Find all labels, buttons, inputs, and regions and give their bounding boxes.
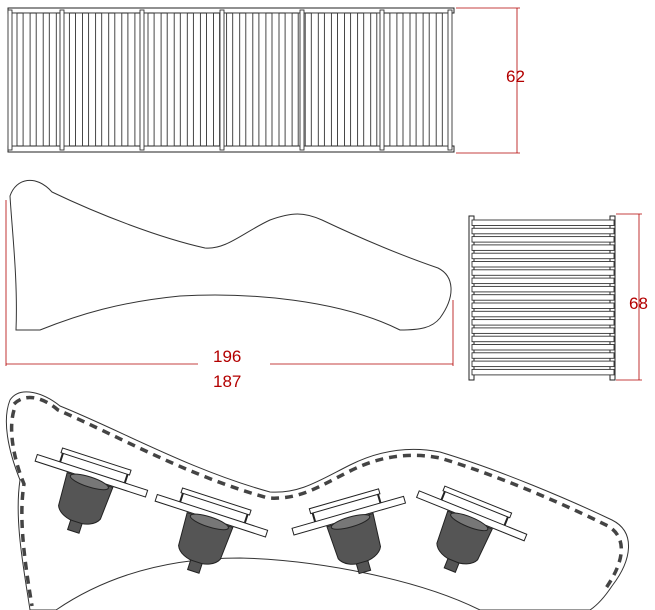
top-view-frame-post: [447, 9, 453, 151]
mount-bracket: [60, 447, 132, 476]
top-view-slat: [402, 12, 411, 147]
end-view-slat: [471, 360, 615, 368]
top-view-slat: [350, 12, 359, 147]
mount-assembly: [415, 485, 528, 573]
top-view-slat: [114, 12, 123, 147]
end-view-slat: [471, 319, 615, 326]
top-view-slat: [35, 12, 44, 147]
motor-cap: [69, 473, 109, 491]
dimension-62-label: 62: [506, 67, 525, 86]
top-view-slat: [284, 12, 293, 147]
end-view-slat: [471, 344, 615, 351]
motor-cap: [330, 514, 371, 530]
motor-shaft: [355, 560, 372, 575]
top-view-slat: [75, 12, 83, 147]
mount-bracket-leg: [503, 516, 509, 526]
top-view-frame-post: [219, 9, 225, 151]
top-view-slat: [101, 12, 110, 147]
mount-bracket-leg: [440, 491, 446, 501]
top-view-slat: [310, 12, 319, 147]
top-view-slat: [166, 12, 175, 147]
mount-assembly: [34, 447, 149, 534]
motor-shaft: [186, 559, 203, 574]
side-view-profile: [9, 180, 452, 331]
top-view-slat: [323, 12, 332, 147]
section-view: [5, 391, 629, 610]
dimension-196-187: 196 187: [5, 200, 454, 391]
top-view-frame-post: [59, 9, 65, 151]
end-view-slat: [471, 335, 615, 343]
top-view-slat: [258, 12, 267, 147]
top-view-slat: [337, 12, 345, 147]
motor-shaft: [66, 519, 83, 534]
top-view-rail-top: [7, 7, 455, 14]
mount-bracket: [308, 488, 381, 515]
mount-bracket-leg: [123, 474, 129, 484]
end-view-slat: [471, 352, 615, 359]
top-view: [7, 7, 455, 153]
end-view-slat: [471, 277, 615, 285]
end-view: [468, 215, 616, 381]
top-view-frame-post: [379, 9, 385, 151]
top-view-slat: [192, 12, 201, 147]
mount-bracket-leg: [179, 493, 184, 503]
mount-bracket-leg: [377, 494, 382, 504]
mount-bracket: [180, 487, 252, 516]
top-view-slat: [271, 12, 280, 147]
top-view-slat: [245, 12, 254, 147]
end-view-slats: [471, 219, 615, 376]
top-view-slat: [206, 12, 214, 147]
side-view: [9, 180, 452, 331]
dimension-62: 62: [456, 7, 525, 154]
mount-assembly: [291, 488, 407, 575]
section-view-inner-dashes: [12, 395, 624, 589]
end-view-slat: [471, 227, 615, 235]
motor-cap: [189, 513, 229, 531]
end-view-slat: [471, 327, 615, 334]
mount-bracket: [442, 485, 513, 519]
end-view-slat: [471, 310, 615, 318]
end-view-slat: [471, 244, 615, 251]
end-view-slat: [471, 219, 615, 226]
dimension-68-label: 68: [629, 294, 648, 313]
top-view-slat: [232, 12, 241, 147]
end-view-slat: [471, 368, 615, 376]
top-view-slat: [415, 12, 424, 147]
section-view-mounts: [34, 447, 528, 575]
mount-assembly: [154, 487, 269, 574]
motor-shaft: [443, 557, 460, 573]
top-view-slat: [88, 12, 97, 147]
top-view-frame-post: [139, 9, 145, 151]
top-view-slat: [428, 12, 437, 147]
dimension-68: 68: [616, 213, 648, 381]
end-view-slat: [471, 261, 615, 268]
end-view-slat: [471, 302, 615, 309]
top-view-slat: [48, 12, 57, 147]
mount-bracket-leg: [311, 512, 317, 522]
top-view-frame-post: [299, 9, 305, 151]
top-view-slats: [7, 9, 453, 151]
end-view-slat: [471, 294, 615, 301]
end-view-slat: [471, 252, 615, 260]
end-view-slat: [471, 285, 615, 293]
end-view-slat: [471, 236, 615, 243]
top-view-slat: [153, 12, 162, 147]
dimension-187-label: 187: [213, 372, 241, 391]
mount-bracket-leg: [59, 453, 64, 463]
mount-bracket-leg: [243, 514, 249, 524]
top-view-slat: [389, 12, 398, 147]
top-view-slat: [363, 12, 372, 147]
top-view-rail-bottom: [7, 145, 455, 153]
top-view-slat: [22, 12, 31, 147]
motor-cap: [450, 512, 489, 532]
dimension-196-label: 196: [213, 347, 241, 366]
top-view-frame-post: [7, 9, 13, 151]
end-view-slat: [471, 269, 615, 276]
top-view-slat: [127, 12, 136, 147]
top-view-slat: [179, 12, 188, 147]
